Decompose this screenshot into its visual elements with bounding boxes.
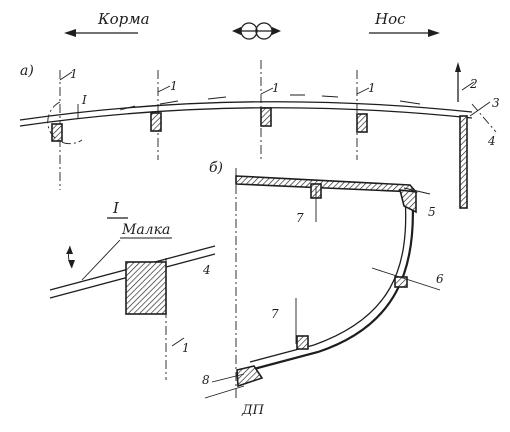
frame-callout-leaders bbox=[59, 71, 370, 95]
forward-aft-symbol-icon bbox=[232, 22, 281, 40]
bevel-label: Малка bbox=[121, 222, 170, 238]
stern-direction-arrow bbox=[64, 29, 138, 37]
detail-marker-label: I bbox=[81, 93, 87, 107]
detail-bevel-drawing bbox=[49, 239, 216, 380]
view-b-label: б) bbox=[209, 160, 223, 176]
detail-marker-circle bbox=[47, 101, 83, 145]
detail-heading: I bbox=[112, 199, 120, 217]
frame-line-1b bbox=[150, 70, 162, 160]
view-a-label: а) bbox=[20, 63, 34, 79]
callout-4-detail: 4 bbox=[202, 263, 211, 277]
frame-line-1d bbox=[356, 70, 368, 160]
callout-6: 6 bbox=[436, 272, 444, 286]
stem-post bbox=[455, 62, 497, 209]
callout-1a: 1 bbox=[70, 67, 78, 81]
callout-4-top: 4 bbox=[487, 134, 496, 148]
callout-3: 3 bbox=[492, 96, 500, 110]
callout-7-bottom: 7 bbox=[271, 307, 279, 321]
frame-line-1a bbox=[51, 70, 63, 190]
bow-label: Нос bbox=[374, 10, 406, 28]
sheer-strake bbox=[19, 94, 473, 127]
centerline-label: ДП bbox=[241, 403, 265, 418]
callout-1c: 1 bbox=[272, 81, 280, 95]
frame-section bbox=[204, 168, 441, 400]
callout-1d: 1 bbox=[368, 81, 376, 95]
callout-2: 2 bbox=[469, 77, 478, 91]
callout-1-detail: 1 bbox=[182, 341, 190, 355]
callout-1b: 1 bbox=[170, 79, 178, 93]
callout-5: 5 bbox=[428, 205, 436, 219]
stern-label: Корма bbox=[97, 10, 150, 28]
callout-7-top: 7 bbox=[296, 211, 304, 225]
frame-line-1c bbox=[260, 60, 272, 160]
bow-direction-arrow bbox=[369, 29, 440, 37]
callout-8: 8 bbox=[202, 373, 210, 387]
